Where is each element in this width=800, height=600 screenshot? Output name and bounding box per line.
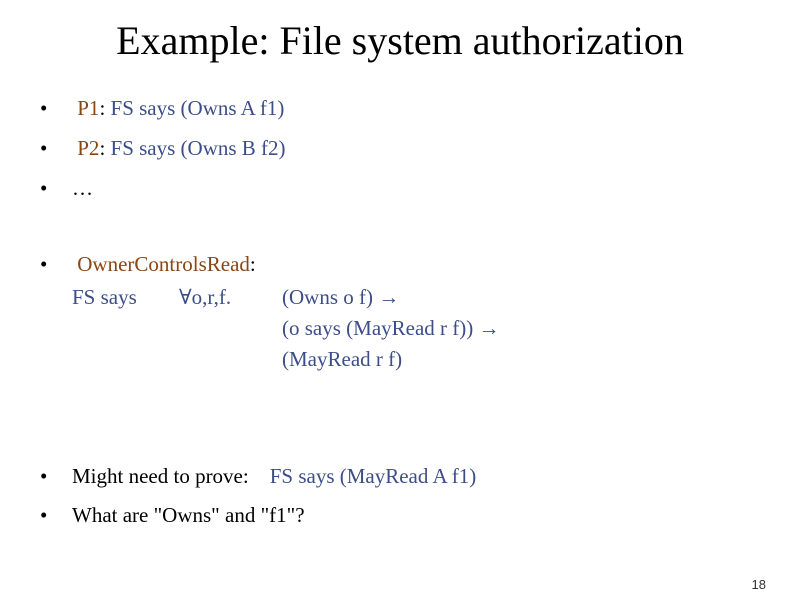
prove-label: Might need to prove: <box>72 464 249 488</box>
bullet-dot: • <box>40 252 48 276</box>
bullet-dot: • <box>40 464 48 488</box>
bullet-dot: • <box>40 96 48 120</box>
prove-goal: FS says (MayRead A f1) <box>269 464 477 488</box>
bullet-dot: • <box>40 136 48 160</box>
bullet-p2: P2: FS says (Owns B f2) <box>77 136 286 160</box>
ocr-formula-line1: (Owns o f) → <box>282 285 400 309</box>
bullet-dot: • <box>40 176 48 200</box>
bullet-question: What are "Owns" and "f1"? <box>72 503 305 527</box>
bullet-prove: Might need to prove: FS says (MayRead A … <box>72 461 476 491</box>
ocr-formula-quantifier: ∀o,r,f. <box>179 285 232 309</box>
bullet-ellipsis: … <box>72 176 93 200</box>
ocr-formula-fs-says: FS says <box>72 285 137 309</box>
slide-title: Example: File system authorization <box>116 18 684 63</box>
ocr-label: OwnerControlsRead <box>77 252 250 276</box>
p1-formula: FS says (Owns A f1) <box>110 96 285 120</box>
ocr-formula-line2: (o says (MayRead r f)) → <box>282 316 500 340</box>
p1-label: P1 <box>77 96 100 120</box>
slide-number: 18 <box>751 577 766 592</box>
bullet-owner-controls-read: OwnerControlsRead: <box>77 252 256 276</box>
p2-label: P2 <box>77 136 100 160</box>
bullet-dot: • <box>40 503 48 527</box>
p2-formula: FS says (Owns B f2) <box>110 136 286 160</box>
bullet-p1: P1: FS says (Owns A f1) <box>77 96 285 120</box>
ocr-formula-line3: (MayRead r f) <box>282 347 403 371</box>
